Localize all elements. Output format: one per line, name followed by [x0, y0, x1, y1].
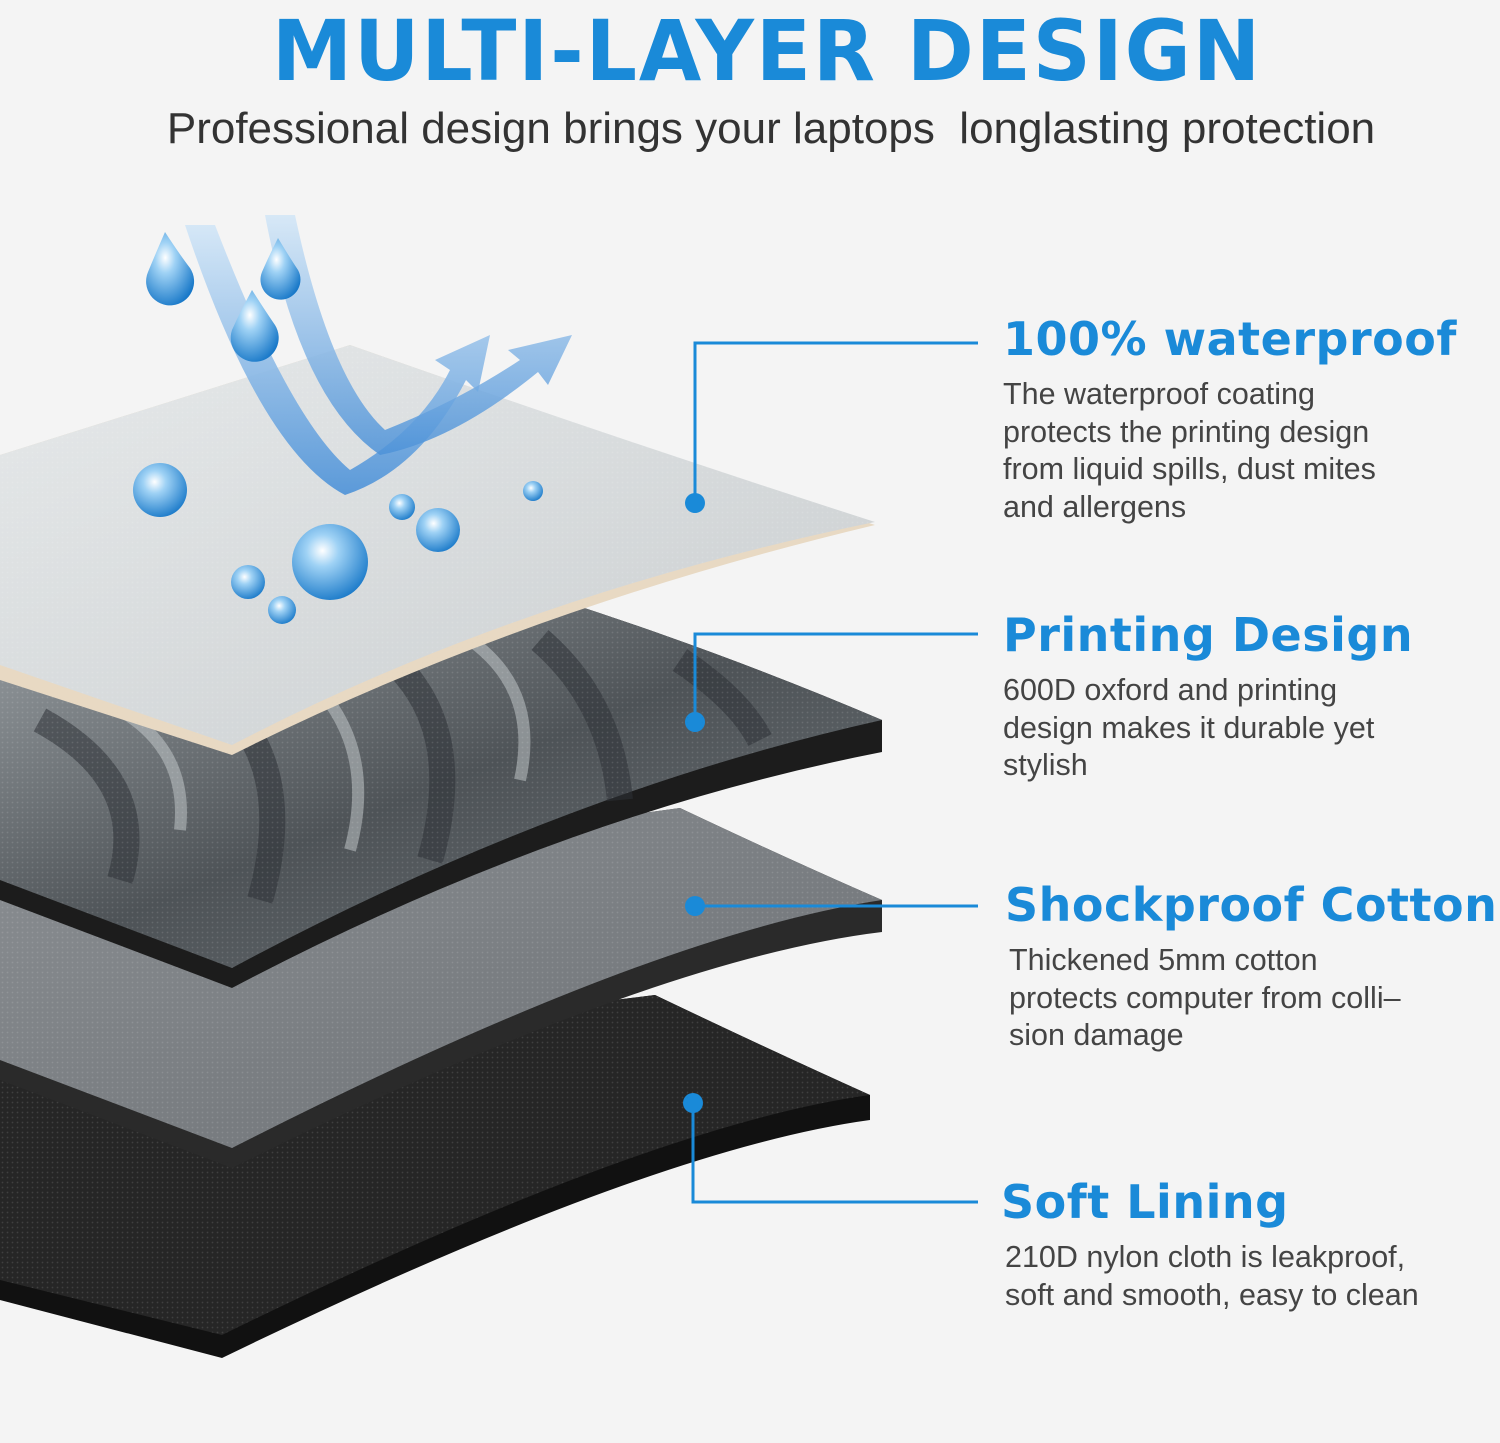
feature-description: 210D nylon cloth is leakproof, soft and … [1005, 1240, 1419, 1312]
callout-cotton [685, 896, 978, 916]
feature-waterproof: 100% waterproof The waterproof coating p… [1003, 312, 1473, 526]
feature-heading: Shockproof Cotton [1005, 878, 1498, 932]
water-repel-arrows [185, 215, 572, 495]
feature-soft-lining: Soft Lining 210D nylon cloth is leakproo… [1001, 1175, 1475, 1314]
callout-lining [683, 1093, 978, 1204]
feature-heading: Soft Lining [1001, 1175, 1289, 1229]
feature-description: 600D oxford and printing design makes it… [1003, 673, 1375, 782]
feature-shockproof-cotton: Shockproof Cotton Thickened 5mm cotton p… [1005, 878, 1497, 1055]
callout-waterproof [685, 341, 978, 513]
water-droplets [133, 232, 543, 624]
callout-printing [685, 632, 978, 732]
feature-heading: Printing Design [1003, 608, 1414, 662]
feature-heading: 100% waterproof [1003, 312, 1457, 366]
feature-description: The waterproof coating protects the prin… [1003, 377, 1376, 524]
feature-description: Thickened 5mm cotton protects computer f… [1009, 943, 1401, 1052]
feature-printing-design: Printing Design 600D oxford and printing… [1003, 608, 1473, 785]
page-title: MULTI-LAYER DESIGN [271, 2, 1263, 100]
page-subtitle: Professional design brings your laptops … [166, 104, 1376, 153]
